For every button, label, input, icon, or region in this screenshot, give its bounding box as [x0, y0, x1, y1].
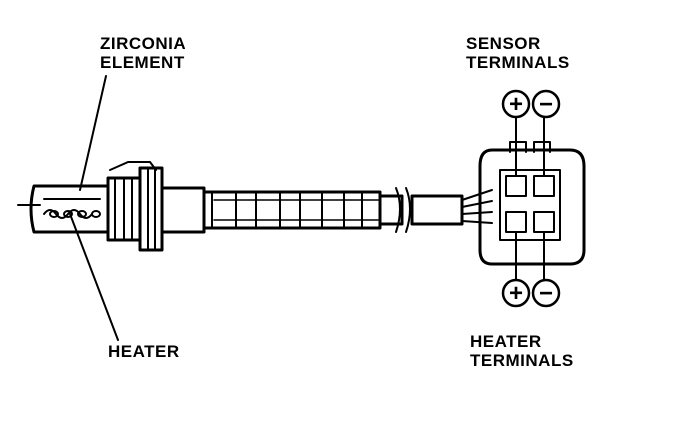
- heater-negative-circle: [531, 278, 561, 308]
- sensor-positive-symbol: +: [509, 91, 523, 118]
- connector: [478, 141, 586, 266]
- sensor-positive-circle: [501, 89, 531, 119]
- sensor-label-line1: SENSOR: [466, 34, 541, 53]
- sensor-label-line2: TERMINALS: [466, 53, 570, 72]
- terminal-leads: [515, 117, 545, 281]
- heater-terminals-label: HEATER TERMINALS: [470, 332, 574, 370]
- sensor-cable: [378, 187, 493, 233]
- heater-label: HEATER: [108, 342, 180, 361]
- sensor-hex-body: [106, 161, 206, 252]
- heater-leader: [69, 213, 119, 341]
- leader-lines: [69, 75, 119, 341]
- heater-term-label-line1: HEATER: [470, 332, 542, 351]
- zirconia-label-line2: ELEMENT: [100, 53, 185, 72]
- heater-positive-symbol: +: [509, 280, 523, 307]
- zirconia-element: [49, 210, 101, 218]
- heater-label-text: HEATER: [108, 342, 180, 361]
- sensor-negative-circle: [531, 89, 561, 119]
- terminal-circles: [501, 89, 561, 308]
- heater-positive-circle: [501, 278, 531, 308]
- heater-term-label-line2: TERMINALS: [470, 351, 574, 370]
- heater-negative-symbol: −: [539, 280, 553, 307]
- zirconia-element-label: ZIRCONIA ELEMENT: [100, 34, 186, 72]
- zirconia-label-line1: ZIRCONIA: [100, 34, 187, 53]
- zirconia-leader: [79, 75, 107, 191]
- sensor-tip: [29, 184, 110, 234]
- sensor-barrel: [202, 190, 382, 230]
- sensor-terminals-label: SENSOR TERMINALS: [466, 34, 570, 72]
- sensor-negative-symbol: −: [539, 91, 553, 118]
